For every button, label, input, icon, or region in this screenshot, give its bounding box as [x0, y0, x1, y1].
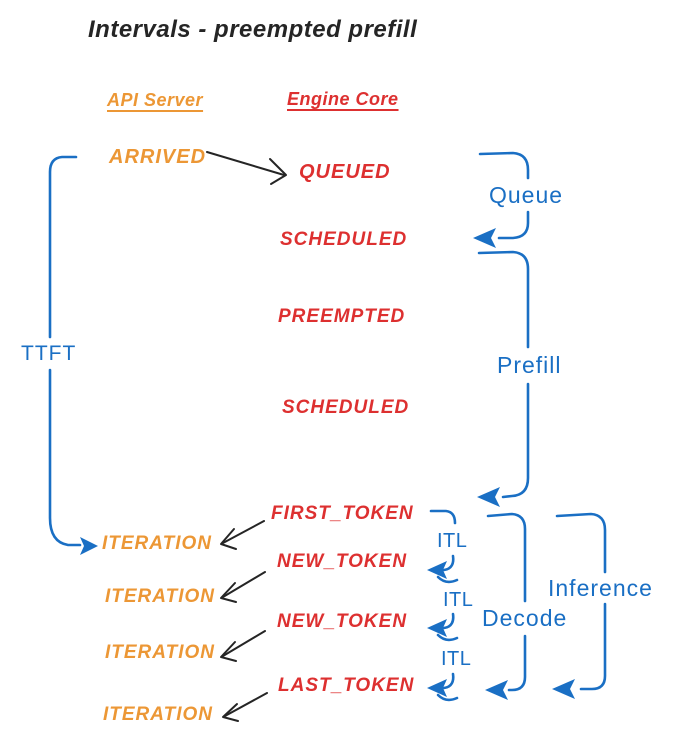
token-to-iteration-arrow-3	[220, 630, 266, 662]
event-scheduled-2: SCHEDULED	[282, 397, 410, 418]
decode-label: Decode	[482, 605, 568, 631]
diagram-title: Intervals - preempted prefill	[88, 16, 418, 43]
arrived-to-queued-arrow	[206, 151, 287, 185]
prefill-label: Prefill	[497, 352, 562, 378]
event-iteration-2: ITERATION	[105, 586, 215, 607]
event-iteration-1: ITERATION	[102, 533, 212, 554]
inference-arrowhead	[552, 679, 575, 699]
token-to-iteration-arrow-1	[220, 520, 265, 550]
queue-arrowhead	[473, 228, 496, 248]
event-queued: QUEUED	[299, 161, 391, 183]
api-server-header: API Server	[107, 90, 204, 110]
itl-bracket-top	[429, 509, 457, 525]
event-new-token-2: NEW_TOKEN	[277, 611, 408, 632]
ttft-arrowhead	[80, 537, 98, 555]
itl-label-3: ITL	[441, 648, 472, 670]
ttft-bracket	[48, 155, 98, 555]
event-preempted: PREEMPTED	[278, 306, 406, 327]
itl-label-1: ITL	[437, 530, 468, 552]
queue-label: Queue	[489, 182, 564, 208]
event-iteration-4: ITERATION	[103, 704, 213, 725]
inference-bracket	[552, 512, 607, 699]
event-iteration-3: ITERATION	[105, 642, 215, 663]
engine-core-header: Engine Core	[287, 89, 399, 109]
event-first-token: FIRST_TOKEN	[271, 503, 414, 524]
token-to-iteration-arrow-4	[222, 692, 268, 722]
inference-label: Inference	[548, 575, 653, 601]
prefill-arrowhead	[477, 487, 500, 507]
itl-label-2: ITL	[443, 589, 474, 611]
event-last-token: LAST_TOKEN	[278, 675, 415, 696]
decode-arrowhead	[485, 680, 508, 700]
decode-bracket	[485, 512, 527, 700]
itl-return-arrow-1	[427, 554, 459, 584]
prefill-bracket	[477, 250, 530, 507]
event-scheduled-1: SCHEDULED	[280, 229, 408, 250]
event-new-token-1: NEW_TOKEN	[277, 551, 408, 572]
token-to-iteration-arrow-2	[220, 571, 266, 603]
ttft-label: TTFT	[21, 342, 77, 365]
event-arrived: ARRIVED	[109, 146, 207, 168]
itl-return-arrow-3	[427, 672, 459, 702]
itl-return-arrow-2	[427, 612, 459, 642]
queue-bracket	[473, 151, 530, 248]
